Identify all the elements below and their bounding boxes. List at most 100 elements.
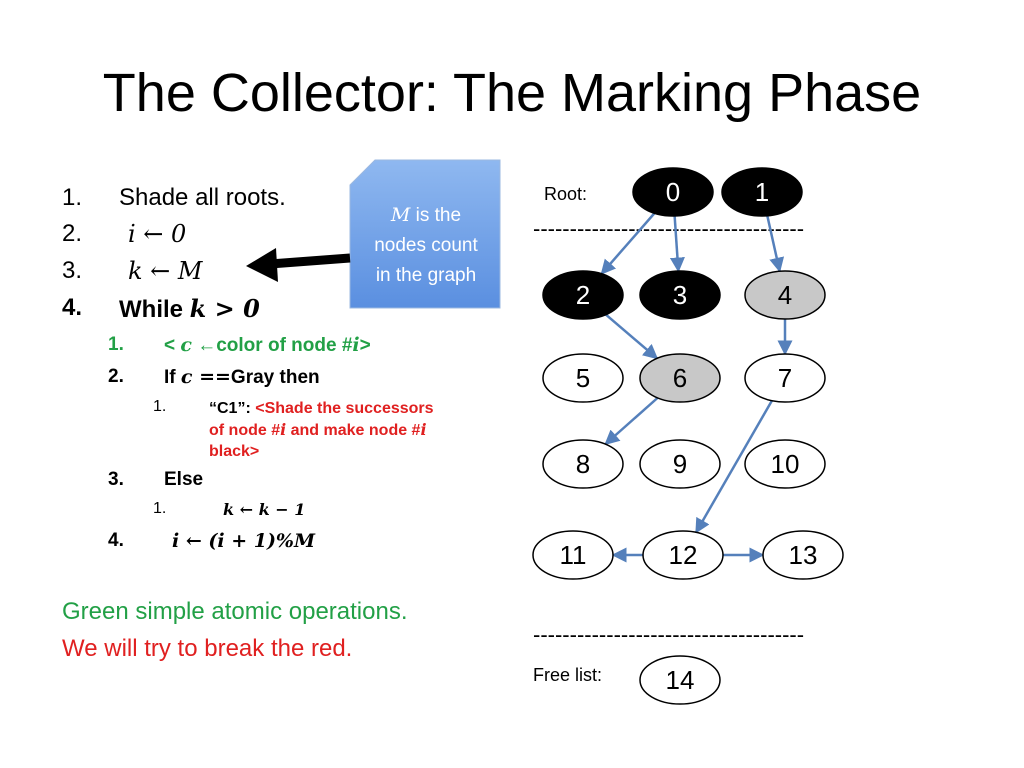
- edge-2-6: [605, 313, 659, 360]
- step-text: While k > 0: [119, 294, 260, 324]
- callout-text: M is the nodes count in the graph: [350, 200, 502, 291]
- node-ellipse: [744, 270, 826, 320]
- graph-node-10: 10: [744, 439, 826, 489]
- free-list-separator: -------------------------------------: [533, 622, 805, 647]
- text-part: “C1”:: [209, 400, 256, 417]
- free-list-label: Free list:: [533, 665, 603, 685]
- node-label: 9: [673, 449, 687, 479]
- text-part: ←color of node #: [191, 335, 353, 356]
- step-4: 4. While k > 0: [62, 294, 260, 323]
- graph-node-6: 6: [639, 353, 721, 403]
- node-ellipse: [721, 167, 803, 217]
- callout-line: in the graph: [375, 265, 477, 286]
- node-label: 10: [771, 449, 800, 479]
- graph-node-4: 4: [744, 270, 826, 320]
- red-text: black>: [209, 443, 260, 460]
- step-4-2-1: 1. “C1”: <Shade the successors of node #…: [153, 398, 434, 460]
- graph-node-1: 1: [721, 167, 803, 217]
- red-text: of node #: [209, 422, 281, 439]
- math-part: i: [352, 334, 360, 356]
- slide-title: The Collector: The Marking Phase: [102, 63, 922, 123]
- red-note: We will try to break the red.: [62, 635, 353, 662]
- edge-6-8: [604, 396, 659, 446]
- math-part: c: [180, 334, 192, 356]
- step-math: k ← M: [128, 257, 203, 285]
- step-number: 1.: [108, 334, 124, 355]
- node-ellipse: [642, 530, 724, 580]
- node-ellipse: [762, 530, 844, 580]
- step-math: i ← (i + 1)%M: [172, 530, 316, 552]
- node-ellipse: [639, 270, 721, 320]
- step-number: 1.: [153, 500, 167, 517]
- green-note: Green simple atomic operations.: [62, 598, 408, 625]
- graph-node-3: 3: [639, 270, 721, 320]
- step-4-3-1: 1. k ← k − 1: [153, 500, 305, 519]
- node-label: 6: [673, 363, 687, 393]
- step-text: If c ==Gray then: [164, 366, 320, 389]
- step-4-4: 4. i ← (i + 1)%M: [108, 530, 315, 552]
- node-label: 2: [576, 280, 590, 310]
- step-4-3: 3. Else: [108, 469, 203, 491]
- step-4-2: 2. If c ==Gray then: [108, 366, 320, 388]
- math-part: i: [280, 420, 287, 439]
- node-ellipse: [639, 655, 721, 705]
- text-part: Gray then: [230, 367, 320, 388]
- node-ellipse: [532, 530, 614, 580]
- node-label: 8: [576, 449, 590, 479]
- graph-node-11: 11: [532, 530, 614, 580]
- graph-node-12: 12: [642, 530, 724, 580]
- node-label: 4: [778, 280, 792, 310]
- graph-node-8: 8: [542, 439, 624, 489]
- node-ellipse: [744, 439, 826, 489]
- node-ellipse: [542, 439, 624, 489]
- text-part: >: [359, 335, 371, 356]
- red-text: <Shade the successors: [255, 400, 434, 417]
- step-4-1: 1. < c ←color of node #i>: [108, 334, 371, 356]
- node-label: 3: [673, 280, 687, 310]
- node-ellipse: [639, 439, 721, 489]
- step-text: Shade all roots.: [119, 184, 286, 211]
- step-number: 4.: [62, 294, 83, 321]
- node-label: 7: [778, 363, 792, 393]
- step-1: 1. Shade all roots.: [62, 184, 286, 212]
- node-label: 1: [755, 177, 769, 207]
- graph-node-5: 5: [542, 353, 624, 403]
- math-part: i: [420, 420, 427, 439]
- step-number: 1.: [62, 184, 83, 211]
- step-number: 2.: [108, 366, 124, 387]
- node-ellipse: [542, 270, 624, 320]
- node-label: 11: [560, 540, 587, 570]
- callout-math: M: [390, 204, 411, 226]
- edge-0-2: [600, 212, 656, 275]
- while-condition: k > 0: [189, 294, 260, 323]
- node-ellipse: [632, 167, 714, 217]
- step-text: Else: [164, 469, 204, 490]
- red-text: and make node #: [286, 422, 421, 439]
- graph-node-9: 9: [639, 439, 721, 489]
- graph-node-7: 7: [744, 353, 826, 403]
- graph-node-0: 0: [632, 167, 714, 217]
- step-number: 4.: [108, 530, 124, 551]
- step-3: 3. k ← M: [62, 257, 202, 285]
- callout-line: nodes count: [374, 235, 478, 256]
- node-ellipse: [542, 353, 624, 403]
- step-text: “C1”: <Shade the successors of node #i a…: [209, 398, 434, 462]
- node-label: 0: [666, 177, 680, 207]
- callout-line: is the: [410, 205, 462, 226]
- math-part: c ==: [180, 366, 231, 388]
- step-math: i ← 0: [128, 220, 187, 248]
- graph-node-13: 13: [762, 530, 844, 580]
- step-text: < c ←color of node #i>: [164, 334, 371, 357]
- edge-7-12: [694, 400, 774, 534]
- step-number: 3.: [108, 469, 124, 490]
- root-label: Root:: [544, 184, 588, 204]
- edge-0-3: [669, 215, 685, 273]
- step-2: 2. i ← 0: [62, 220, 186, 248]
- node-label: 14: [666, 665, 695, 695]
- step-number: 3.: [62, 257, 83, 284]
- node-label: 13: [789, 540, 818, 570]
- while-keyword: While: [119, 296, 183, 323]
- text-part: <: [164, 335, 181, 356]
- node-ellipse: [744, 353, 826, 403]
